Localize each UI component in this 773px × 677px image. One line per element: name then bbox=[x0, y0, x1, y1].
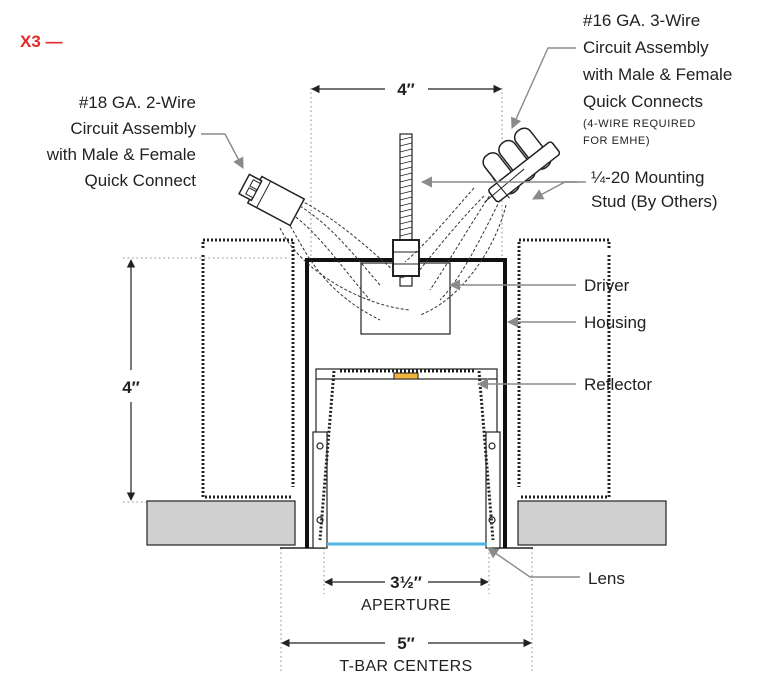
two-wire-line-3: with Male & Female bbox=[46, 145, 196, 164]
stud-line-1: ¼-20 Mounting bbox=[591, 168, 704, 187]
three-wire-line-1: #16 GA. 3-Wire bbox=[583, 11, 700, 30]
stud-label: ¼-20 Mounting Stud (By Others) bbox=[591, 168, 718, 211]
wire-bundle bbox=[279, 187, 507, 321]
three-wire-line-4: Quick Connects bbox=[583, 92, 703, 111]
mounting-stud bbox=[392, 133, 420, 287]
plaster-frames bbox=[201, 238, 611, 499]
three-wire-line-2: Circuit Assembly bbox=[583, 38, 709, 57]
diagram-tag: X3 — bbox=[20, 32, 63, 51]
housing-label: Housing bbox=[584, 313, 646, 332]
top-width-value: 4″ bbox=[397, 80, 415, 99]
two-wire-line-4: Quick Connect bbox=[85, 171, 197, 190]
ceiling-tiles bbox=[146, 500, 667, 549]
aperture-value: 3½″ bbox=[390, 573, 422, 592]
tbar-dimension: 5″ T-BAR CENTERS bbox=[281, 634, 532, 675]
tbar-value: 5″ bbox=[397, 634, 415, 653]
height-value: 4″ bbox=[122, 378, 140, 397]
leader-lines bbox=[201, 47, 586, 578]
two-wire-line-1: #18 GA. 2-Wire bbox=[79, 93, 196, 112]
two-wire-line-2: Circuit Assembly bbox=[70, 119, 196, 138]
reflector bbox=[315, 368, 498, 541]
lens-label: Lens bbox=[588, 569, 625, 588]
driver-label: Driver bbox=[584, 276, 630, 295]
aperture-caption: APERTURE bbox=[361, 597, 451, 614]
aperture-dimension: 3½″ APERTURE bbox=[324, 573, 489, 614]
tbar-caption: T-BAR CENTERS bbox=[339, 658, 472, 675]
three-wire-line-3: with Male & Female bbox=[582, 65, 732, 84]
three-wire-label: #16 GA. 3-Wire Circuit Assembly with Mal… bbox=[582, 11, 732, 147]
two-wire-connector bbox=[238, 173, 306, 227]
three-wire-note-1: (4-WIRE REQUIRED bbox=[583, 118, 696, 130]
reflector-label: Reflector bbox=[584, 375, 652, 394]
top-width-dimension: 4″ bbox=[311, 80, 502, 99]
two-wire-label: #18 GA. 2-Wire Circuit Assembly with Mal… bbox=[46, 93, 197, 190]
three-wire-note-2: FOR EMHE) bbox=[583, 135, 650, 147]
height-dimension: 4″ bbox=[122, 259, 140, 501]
stud-line-2: Stud (By Others) bbox=[591, 192, 718, 211]
three-wire-connector bbox=[482, 127, 561, 203]
